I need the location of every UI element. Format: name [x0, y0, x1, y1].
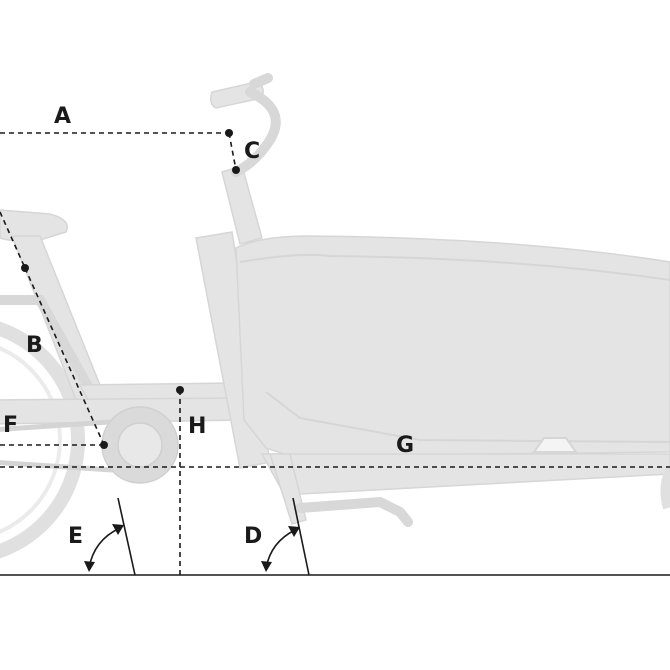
dimension-d-line	[292, 497, 310, 576]
dimension-c-line	[228, 132, 237, 171]
cargo-box-handle	[532, 437, 578, 453]
dimension-d-arrow-bottom	[261, 561, 272, 572]
kickstand	[295, 497, 413, 527]
label-f: F	[3, 413, 18, 438]
front-wheel-edge	[660, 467, 670, 510]
rear-stay	[0, 295, 95, 395]
label-a: A	[54, 104, 71, 129]
label-b: B	[26, 333, 43, 358]
rear-wheel	[0, 321, 85, 559]
motor-unit	[101, 406, 179, 484]
chain	[0, 419, 113, 473]
label-d: D	[244, 524, 262, 549]
label-g: G	[396, 433, 414, 458]
cargo-chassis	[260, 453, 670, 495]
dimension-e-arrow-top	[112, 524, 124, 535]
cargo-box	[235, 235, 670, 457]
cargo-box-rim	[239, 253, 670, 281]
dimension-e-arrow-bottom	[84, 561, 95, 572]
label-h: H	[188, 414, 206, 439]
bike-silhouette	[0, 73, 670, 559]
dimension-b-line-top	[0, 211, 26, 269]
label-c: C	[244, 139, 260, 164]
dimension-d-arrow-top	[288, 526, 300, 537]
handlebar	[209, 73, 281, 177]
saddle	[0, 209, 68, 242]
dimension-c-point	[232, 166, 240, 174]
label-e: E	[68, 524, 83, 549]
dimension-e-line	[117, 497, 136, 576]
